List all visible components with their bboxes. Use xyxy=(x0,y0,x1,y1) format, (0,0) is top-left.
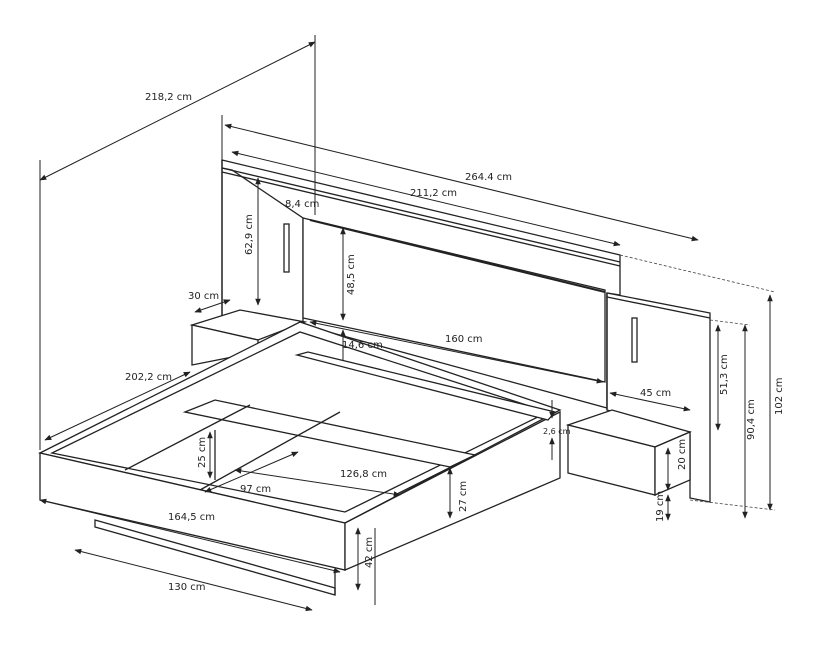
label-headboard-height: 48,5 cm xyxy=(346,254,357,295)
label-inner-width: 97 cm xyxy=(240,484,271,495)
label-overall-length: 218,2 cm xyxy=(145,92,192,103)
dimension-lines xyxy=(39,35,776,612)
label-bed-height: 42 cm xyxy=(364,537,375,568)
label-frame-length: 202,2 cm xyxy=(125,372,172,383)
label-mattress-width: 160 cm xyxy=(445,334,483,345)
right-light-strip xyxy=(631,317,638,363)
label-nightstand-depth: 30 cm xyxy=(188,291,219,302)
label-frame-height: 27 cm xyxy=(458,481,469,512)
label-nightstand-height: 20 cm xyxy=(677,439,688,470)
label-total-height: 102 cm xyxy=(774,377,785,415)
label-nightstand-floor-gap: 19 cm xyxy=(655,491,666,522)
dimension-labels: 218,2 cm 264.4 cm 211,2 cm 8,4 cm 62,9 c… xyxy=(125,92,785,593)
label-base-width: 130 cm xyxy=(168,582,206,593)
label-frame-width: 164,5 cm xyxy=(168,512,215,523)
label-nightstand-width: 45 cm xyxy=(640,388,671,399)
center-rail xyxy=(182,399,478,468)
label-headboard-width: 211,2 cm xyxy=(410,188,457,199)
label-back-panel-height: 62,9 cm xyxy=(244,214,255,255)
left-light-strip xyxy=(283,223,290,273)
label-overall-width: 264.4 cm xyxy=(465,172,512,183)
label-side-panel-height: 51,3 cm xyxy=(719,354,730,395)
right-nightstand xyxy=(565,409,692,496)
label-slat-height: 25 cm xyxy=(197,437,208,468)
label-headboard-gap: 14,6 cm xyxy=(342,340,383,351)
label-shelf-thickness: 2,6 cm xyxy=(543,427,571,436)
label-inner-length: 126,8 cm xyxy=(340,469,387,480)
label-headboard-offset: 8,4 cm xyxy=(285,199,319,210)
label-panel-total-height: 90,4 cm xyxy=(746,399,757,440)
